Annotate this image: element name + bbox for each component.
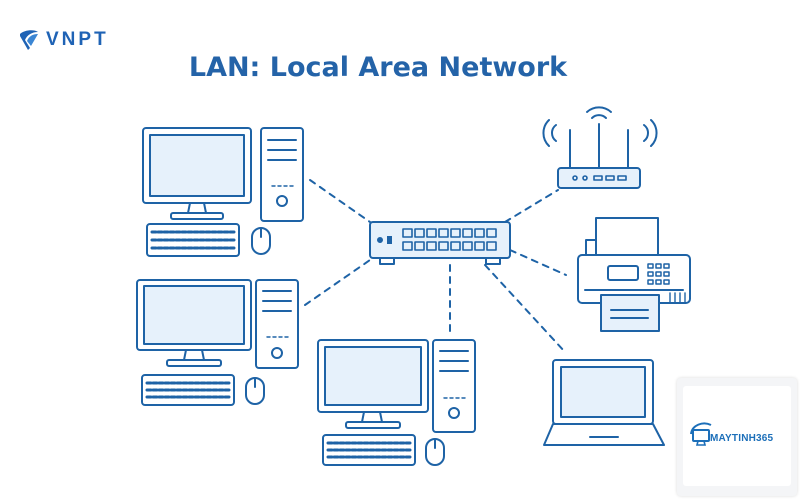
maytinh365-watermark: MAYTINH365 (677, 378, 797, 496)
desktop-computer-icon (136, 279, 299, 406)
connection-lines (304, 179, 567, 353)
network-switch-icon (369, 221, 511, 265)
maytinh365-logo-icon (690, 422, 712, 446)
connection-line (304, 259, 371, 306)
connection-line (309, 179, 371, 223)
wifi-router-icon (542, 106, 658, 189)
printer-icon (577, 217, 691, 332)
connection-line (509, 249, 567, 276)
connection-line (484, 264, 566, 353)
vnpt-logo-icon (20, 30, 38, 50)
brand-name: VNPT (46, 29, 109, 50)
connection-line (504, 189, 559, 223)
brand-logo: VNPT (18, 28, 109, 52)
desktop-computer-icon (317, 339, 476, 466)
maytinh365-name: MAYTINH365 (710, 433, 774, 444)
laptop-icon (543, 359, 665, 446)
page-title: LAN: Local Area Network (188, 52, 568, 83)
desktop-computer-icon (142, 127, 304, 257)
